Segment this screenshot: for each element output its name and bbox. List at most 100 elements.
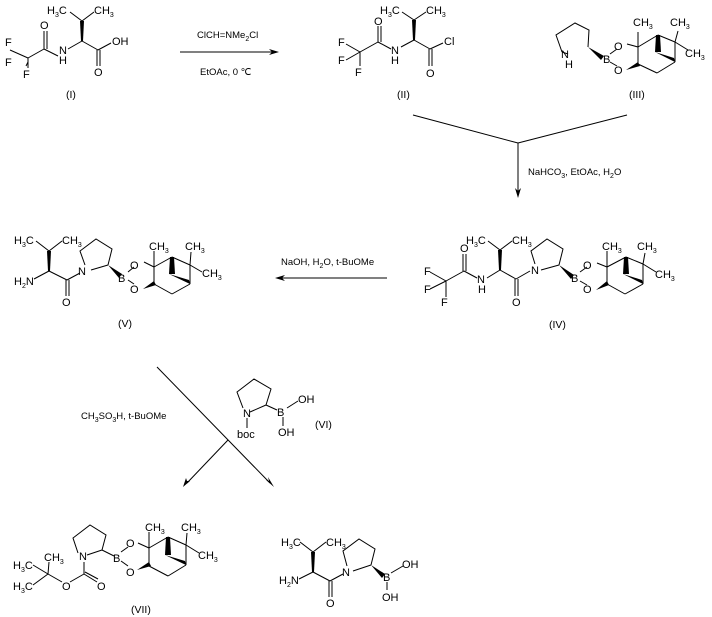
atom-CH3: CH3 <box>685 48 705 62</box>
atom-N: N <box>78 266 86 278</box>
compound-label-VI: (VI) <box>315 419 332 431</box>
atom-O: O <box>326 598 335 610</box>
atom-CH3: CH3 <box>326 537 346 551</box>
atom-F: F <box>424 284 431 296</box>
atom-O: O <box>614 65 623 77</box>
atom-F: F <box>355 67 362 79</box>
atom-H3C: H3C <box>14 235 34 249</box>
atom-CH3: CH3 <box>94 5 114 19</box>
atom-B: B <box>383 572 390 584</box>
atom-CH3: CH3 <box>655 269 675 283</box>
reaction-arrow-step2: NaHCO3, EtOAc, H2O <box>412 114 628 198</box>
atom-OH: OH <box>112 36 129 48</box>
atom-H3C: H3C <box>13 581 33 595</box>
compound-label-IV: (IV) <box>549 319 566 331</box>
atom-N: N <box>391 45 399 57</box>
reaction-arrow-step4: CH3SO3H, t-BuOMe <box>81 366 274 487</box>
compound-I: F F F O N H H3C CH3 OH O (I) <box>5 5 129 101</box>
atom-H3C: H3C <box>47 5 67 19</box>
atom-OH: OH <box>278 427 295 439</box>
compound-final-product: H3C CH3 H2N O N B OH OH <box>279 537 419 610</box>
atom-CH3: CH3 <box>633 17 653 31</box>
compound-label-II: (II) <box>397 89 410 101</box>
atom-O: O <box>512 297 521 309</box>
atom-O: O <box>130 260 139 272</box>
reagent-step1-bottom: EtOAc, 0 ℃ <box>200 67 252 78</box>
reaction-arrow-step3: NaOH, H2O, t-BuOMe <box>275 257 387 281</box>
atom-O: O <box>374 16 383 28</box>
atom-boc: boc <box>237 429 255 441</box>
atom-F: F <box>424 266 431 278</box>
atom-N: N <box>59 45 67 57</box>
atom-O: O <box>94 67 103 79</box>
atom-O: O <box>62 581 71 593</box>
atom-N: N <box>243 408 251 420</box>
atom-CH3: CH3 <box>149 241 169 255</box>
atom-O: O <box>614 41 623 53</box>
atom-OH: OH <box>298 394 315 406</box>
reagent-step1-top: ClCH=NMe2Cl <box>197 30 258 43</box>
reagent-step3: NaOH, H2O, t-BuOMe <box>281 257 374 270</box>
atom-H3C: H3C <box>13 560 33 574</box>
atom-F: F <box>441 297 448 309</box>
atom-O: O <box>583 284 592 296</box>
compound-VI: N boc B OH OH (VI) <box>236 378 332 441</box>
compound-IV: F F F O N H H3C CH3 O N B O O CH3 CH3 CH… <box>424 235 675 331</box>
compound-label-I: (I) <box>66 89 76 101</box>
atom-O: O <box>40 20 49 32</box>
atom-O: O <box>130 284 139 296</box>
atom-B: B <box>118 273 125 285</box>
atom-B: B <box>603 54 610 66</box>
atom-CH3: CH3 <box>426 5 446 19</box>
atom-N: N <box>79 551 87 563</box>
compound-VII: H3C CH3 H3C O O N B O O CH3 CH3 CH3 (VII… <box>13 522 218 616</box>
atom-CH3: CH3 <box>145 522 165 536</box>
atom-F: F <box>5 37 12 49</box>
compound-II: F F F O N H H3C CH3 Cl O (II) <box>338 5 454 101</box>
atom-H2N: H2N <box>279 575 299 589</box>
atom-CH3: CH3 <box>44 552 64 566</box>
compound-III: N H B O O CH3 CH3 CH3 (III) <box>555 17 705 101</box>
atom-OH: OH <box>402 559 419 571</box>
atom-H3C: H3C <box>380 5 400 19</box>
atom-OH: OH <box>382 592 399 604</box>
atom-H: H <box>478 284 486 296</box>
reagent-step4: CH3SO3H, t-BuOMe <box>81 411 166 424</box>
atom-B: B <box>113 553 120 565</box>
atom-H3C: H3C <box>281 537 301 551</box>
atom-O: O <box>126 538 135 550</box>
atom-F: F <box>338 55 345 67</box>
atom-CH3: CH3 <box>602 241 622 255</box>
atom-CH3: CH3 <box>637 241 657 255</box>
atom-O: O <box>62 297 71 309</box>
compound-label-V: (V) <box>118 318 132 330</box>
atom-O: O <box>460 243 469 255</box>
atom-F: F <box>5 57 12 69</box>
reaction-arrow-step1: ClCH=NMe2Cl EtOAc, 0 ℃ <box>180 30 279 78</box>
atom-O: O <box>583 260 592 272</box>
atom-CH3: CH3 <box>62 235 82 249</box>
atom-B: B <box>571 273 578 285</box>
atom-H: H <box>391 55 399 67</box>
atom-O: O <box>126 567 135 579</box>
atom-CH3: CH3 <box>202 268 222 282</box>
atom-B: B <box>277 407 284 419</box>
atom-F: F <box>338 37 345 49</box>
compound-V: H3C CH3 H2N O N B O O CH3 CH3 CH3 (V) <box>14 235 222 330</box>
atom-N: N <box>531 265 539 277</box>
compound-label-III: (III) <box>629 89 645 101</box>
atom-Cl: Cl <box>444 36 454 48</box>
atom-H: H <box>59 55 67 67</box>
atom-H2N: H2N <box>14 276 34 290</box>
atom-F: F <box>23 69 30 81</box>
atom-H3C: H3C <box>466 235 486 249</box>
atom-N: N <box>342 567 350 579</box>
compound-label-VII: (VII) <box>131 604 151 616</box>
reagent-step2: NaHCO3, EtOAc, H2O <box>528 167 621 180</box>
atom-H: H <box>565 59 573 71</box>
atom-CH3: CH3 <box>512 235 532 249</box>
atom-CH3: CH3 <box>185 241 205 255</box>
atom-O: O <box>97 581 106 593</box>
atom-CH3: CH3 <box>198 550 218 564</box>
